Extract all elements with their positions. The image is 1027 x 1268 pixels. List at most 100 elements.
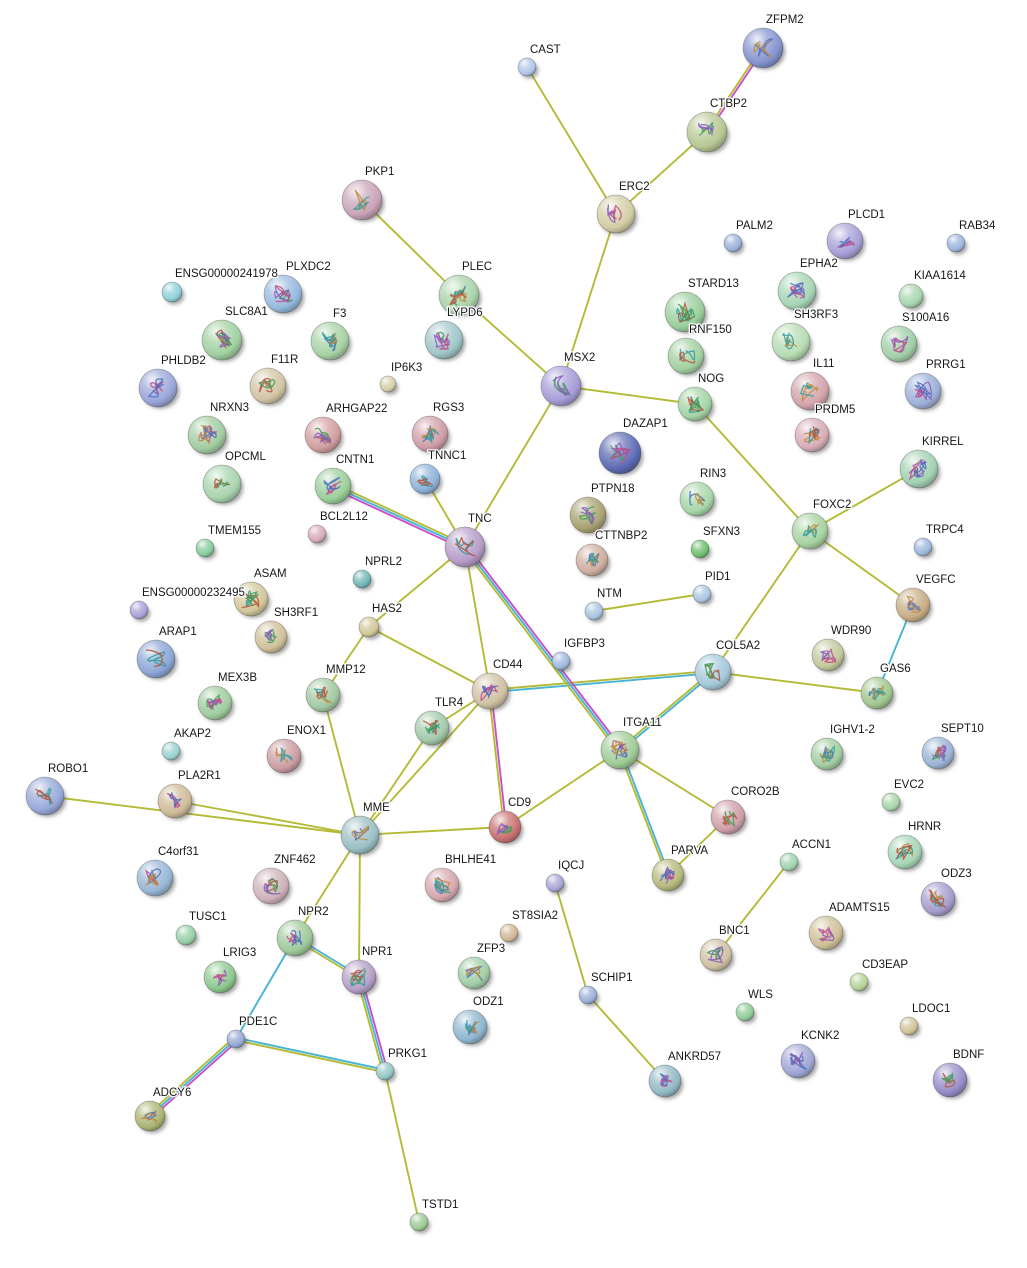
interaction-edge-MME-NPR1[interactable] bbox=[358, 834, 361, 978]
interaction-edge-SCHIP1-ANKRD57[interactable] bbox=[587, 994, 666, 1082]
protein-node-SH3RF1[interactable] bbox=[254, 620, 288, 654]
interaction-edge-CAST-ERC2[interactable] bbox=[526, 66, 617, 215]
protein-node-ACCN1[interactable] bbox=[779, 852, 799, 872]
protein-ball[interactable] bbox=[471, 672, 509, 710]
interaction-edge-MME-NPR2[interactable] bbox=[294, 834, 361, 939]
protein-node-GAS6[interactable] bbox=[860, 676, 894, 710]
protein-ball[interactable] bbox=[849, 972, 869, 992]
protein-ball[interactable] bbox=[946, 233, 966, 253]
interaction-edge-CD44-CD9[interactable] bbox=[490, 689, 508, 828]
protein-ball[interactable] bbox=[551, 651, 571, 671]
protein-node-NPR1[interactable] bbox=[341, 959, 377, 995]
protein-node-BCL2L12[interactable] bbox=[307, 524, 327, 544]
protein-node-TNC[interactable] bbox=[444, 526, 486, 568]
protein-ball[interactable] bbox=[375, 1061, 395, 1081]
protein-node-NTM[interactable] bbox=[584, 601, 604, 621]
protein-node-RAB34[interactable] bbox=[946, 233, 966, 253]
protein-node-ZNF462[interactable] bbox=[252, 867, 290, 905]
interaction-edge-ITGA11-CD9[interactable] bbox=[504, 749, 621, 828]
protein-node-MEX3B[interactable] bbox=[197, 685, 233, 721]
protein-ball[interactable] bbox=[129, 600, 149, 620]
protein-node-ADAMTS15[interactable] bbox=[808, 915, 844, 951]
protein-ball[interactable] bbox=[352, 569, 372, 589]
protein-node-TMEM155[interactable] bbox=[195, 538, 215, 558]
protein-ball[interactable] bbox=[545, 873, 565, 893]
protein-node-PARVA[interactable] bbox=[651, 858, 685, 892]
protein-node-SFXN3[interactable] bbox=[690, 539, 710, 559]
protein-node-DAZAP1[interactable] bbox=[598, 431, 642, 475]
protein-ball[interactable] bbox=[692, 584, 712, 604]
protein-ball[interactable] bbox=[808, 915, 844, 951]
protein-ball[interactable] bbox=[307, 524, 327, 544]
interaction-edge-COL5A2-ITGA11[interactable] bbox=[619, 671, 715, 752]
interaction-edge-NPR2-PDE1C[interactable] bbox=[235, 937, 296, 1040]
interaction-edge-TNC-ITGA11[interactable] bbox=[464, 546, 621, 751]
interaction-edge-TNC-CNTN1[interactable] bbox=[333, 482, 467, 546]
protein-node-COL5A2[interactable] bbox=[694, 653, 732, 691]
protein-ball[interactable] bbox=[444, 526, 486, 568]
protein-node-CAST[interactable] bbox=[517, 57, 537, 77]
protein-node-RNF150[interactable] bbox=[667, 337, 705, 375]
interaction-edge-MME-ROBO1[interactable] bbox=[44, 795, 361, 836]
protein-node-VEGFC[interactable] bbox=[895, 587, 931, 623]
interaction-edge-ITGA11-PARVA[interactable] bbox=[620, 748, 671, 876]
protein-node-SEPT10[interactable] bbox=[921, 736, 955, 770]
protein-ball[interactable] bbox=[175, 924, 197, 946]
protein-node-F3[interactable] bbox=[310, 321, 350, 361]
interaction-edge-MME-MMP12[interactable] bbox=[322, 694, 361, 836]
interaction-edge-NTM-PID1[interactable] bbox=[593, 593, 703, 612]
protein-node-ERC2[interactable] bbox=[596, 194, 636, 234]
protein-node-OPCML[interactable] bbox=[202, 464, 242, 504]
protein-node-ITGA11[interactable] bbox=[600, 730, 640, 770]
protein-ball[interactable] bbox=[810, 737, 844, 771]
protein-node-HRNR[interactable] bbox=[887, 834, 923, 870]
protein-node-TLR4[interactable] bbox=[414, 710, 450, 746]
protein-node-CTBP2[interactable] bbox=[686, 111, 728, 153]
interaction-edge-COL5A2-CD44[interactable] bbox=[489, 672, 715, 694]
protein-ball[interactable] bbox=[664, 291, 706, 333]
interaction-edge-COL5A2-GAS6[interactable] bbox=[712, 671, 878, 694]
protein-ball[interactable] bbox=[252, 867, 290, 905]
protein-node-ARAP1[interactable] bbox=[136, 639, 176, 679]
protein-node-CD44[interactable] bbox=[471, 672, 509, 710]
protein-node-PDE1C[interactable] bbox=[226, 1029, 246, 1049]
interaction-edge-PDE1C-PRKG1[interactable] bbox=[234, 1039, 386, 1074]
protein-ball[interactable] bbox=[161, 741, 181, 761]
protein-node-ENSG00000232495[interactable] bbox=[129, 600, 149, 620]
protein-node-PKP1[interactable] bbox=[341, 179, 383, 221]
protein-ball[interactable] bbox=[694, 653, 732, 691]
interaction-edge-PDE1C-ADCY6[interactable] bbox=[149, 1038, 237, 1117]
protein-ball[interactable] bbox=[881, 792, 901, 812]
interaction-edge-PRKG1-TSTD1[interactable] bbox=[384, 1070, 420, 1223]
protein-ball[interactable] bbox=[742, 27, 784, 69]
protein-node-ASAM[interactable] bbox=[233, 581, 269, 617]
protein-node-SCHIP1[interactable] bbox=[578, 985, 598, 1005]
protein-node-TUSC1[interactable] bbox=[175, 924, 197, 946]
protein-node-ENSG00000241978[interactable] bbox=[161, 281, 183, 303]
interaction-edge-PDE1C-ADCY6[interactable] bbox=[147, 1036, 236, 1116]
protein-ball[interactable] bbox=[499, 923, 519, 943]
protein-node-IQCJ[interactable] bbox=[545, 873, 565, 893]
protein-node-IP6K3[interactable] bbox=[379, 375, 397, 393]
protein-node-KCNK2[interactable] bbox=[780, 1043, 816, 1079]
protein-ball[interactable] bbox=[735, 1002, 755, 1022]
protein-node-IGHV1-2[interactable] bbox=[810, 737, 844, 771]
protein-node-NPRL2[interactable] bbox=[352, 569, 372, 589]
protein-ball[interactable] bbox=[379, 375, 397, 393]
protein-node-PID1[interactable] bbox=[692, 584, 712, 604]
protein-node-PRRG1[interactable] bbox=[904, 372, 942, 410]
interaction-edge-PDE1C-ADCY6[interactable] bbox=[150, 1039, 239, 1119]
protein-ball[interactable] bbox=[305, 677, 341, 713]
interaction-edge-TNC-ITGA11[interactable] bbox=[462, 547, 620, 753]
protein-node-AKAP2[interactable] bbox=[161, 741, 181, 761]
interaction-edge-MME-CD9[interactable] bbox=[359, 826, 506, 836]
protein-node-ODZ3[interactable] bbox=[920, 881, 956, 917]
protein-node-CORO2B[interactable] bbox=[710, 799, 746, 835]
protein-node-EPHA2[interactable] bbox=[777, 271, 817, 311]
protein-node-F11R[interactable] bbox=[249, 367, 287, 405]
protein-node-TRPC4[interactable] bbox=[913, 537, 933, 557]
protein-node-CD3EAP[interactable] bbox=[849, 972, 869, 992]
protein-ball[interactable] bbox=[913, 537, 933, 557]
protein-node-CD9[interactable] bbox=[488, 810, 522, 844]
protein-ball[interactable] bbox=[424, 320, 464, 360]
